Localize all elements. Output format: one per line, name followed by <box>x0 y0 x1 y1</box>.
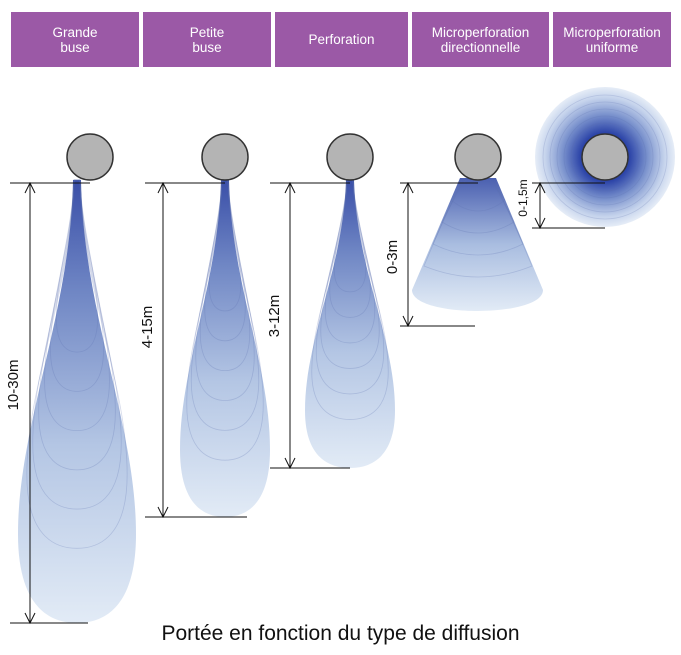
dim-microperforation-directionnelle-arrow-bottom <box>402 315 414 328</box>
dim-perforation-arrow-bottom <box>284 457 296 470</box>
range-label-grande-buse: 10-30m <box>5 360 22 411</box>
header-perforation: Perforation <box>275 12 408 67</box>
dim-microperforation-uniforme-arrow-bottom <box>534 217 546 230</box>
radial-contour <box>570 122 640 192</box>
cone-contour <box>423 179 533 278</box>
header-microperforation-directionnelle: Microperforation directionnelle <box>412 12 549 67</box>
plume-perforation-contour <box>320 179 380 369</box>
dim-petite-buse-arrow-top <box>157 181 169 194</box>
dim-grande-buse-arrow-top <box>24 181 36 194</box>
plume-grande-buse <box>18 180 136 623</box>
plume-petite-buse-contour <box>208 179 242 312</box>
nozzle-1 <box>66 133 114 181</box>
plume-perforation-contour <box>333 179 367 293</box>
plume-petite-buse-contour <box>195 179 255 401</box>
radial-contour <box>556 108 654 206</box>
plume-grande-buse-contour <box>44 179 110 432</box>
dim-microperforation-directionnelle-arrow-top <box>402 181 414 194</box>
plume-perforation-contour <box>324 179 376 344</box>
dim-grande-buse-arrow-bottom <box>24 612 36 625</box>
nozzle-5 <box>581 133 629 181</box>
range-label-petite-buse: 4-15m <box>139 306 156 349</box>
range-label-microperforation-uniforme: 0-1,5m <box>516 179 530 216</box>
diagram-caption: Portée en fonction du type de diffusion <box>161 622 520 645</box>
plume-grande-buse-contour <box>55 179 99 353</box>
plume-petite-buse <box>180 180 270 517</box>
range-label-microperforation-directionnelle: 0-3m <box>384 240 401 274</box>
header-microperforation-uniforme: Microperforation uniforme <box>553 12 671 67</box>
plume-microperforation-directionnelle <box>412 178 543 311</box>
cone-contour <box>432 179 524 256</box>
plume-petite-buse-contour <box>204 179 246 342</box>
cone-contour <box>450 179 506 212</box>
range-label-perforation: 3-12m <box>266 295 283 338</box>
plume-petite-buse-contour <box>190 179 260 431</box>
plume-grande-buse-contour <box>50 179 104 392</box>
header-petite-buse: Petite buse <box>143 12 271 67</box>
nozzle-3 <box>326 133 374 181</box>
radial-contour <box>549 101 661 213</box>
radial-contour <box>542 94 668 220</box>
plume-perforation-contour <box>329 179 371 318</box>
plume-perforation <box>305 180 395 468</box>
dim-microperforation-uniforme-arrow-top <box>534 181 546 194</box>
header-grande-buse: Grande buse <box>11 12 139 67</box>
nozzle-4 <box>454 133 502 181</box>
radial-contour <box>563 115 647 199</box>
nozzle-2 <box>201 133 249 181</box>
plume-grande-buse-contour <box>26 179 128 549</box>
plume-grande-buse-contour <box>38 179 116 471</box>
dim-perforation-arrow-top <box>284 181 296 194</box>
plume-grande-buse-contour <box>32 179 122 510</box>
plume-perforation-contour <box>315 179 385 395</box>
cone-contour <box>441 179 515 234</box>
plume-perforation-contour <box>311 179 389 420</box>
plume-petite-buse-contour <box>186 179 264 461</box>
plume-petite-buse-contour <box>199 179 251 372</box>
dim-petite-buse-arrow-bottom <box>157 506 169 519</box>
